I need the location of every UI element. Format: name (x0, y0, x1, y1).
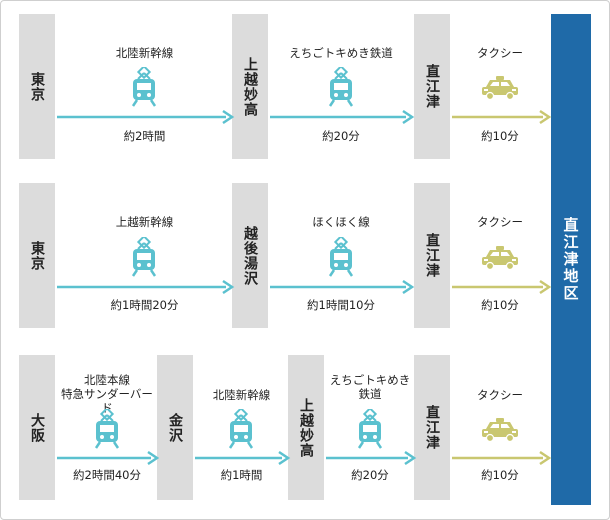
train-icon (131, 237, 157, 277)
destination-box: 直江津地区 (551, 14, 591, 505)
station-box: 金沢 (157, 355, 193, 500)
travel-time: 約10分 (481, 468, 519, 482)
route-arrow (270, 109, 415, 125)
station-box: 越後湯沢 (232, 183, 268, 328)
route-arrow (57, 450, 160, 466)
route-arrow (57, 279, 235, 295)
line-label: えちごトキめき鉄道 (289, 46, 393, 60)
line-label: 上越新幹線 (115, 215, 174, 229)
route-arrow (57, 109, 235, 125)
route-arrow (452, 279, 552, 295)
station-box: 東京 (19, 14, 55, 159)
line-label: えちごトキめき 鉄道 (329, 373, 411, 401)
station-box: 大阪 (19, 355, 55, 500)
line-label: 北陸新幹線 (115, 46, 174, 60)
station-box: 東京 (19, 183, 55, 328)
train-icon (131, 67, 157, 107)
travel-time: 約20分 (322, 129, 360, 143)
arrow-head (222, 279, 235, 295)
line-label: タクシー (477, 46, 523, 60)
travel-time: 約10分 (481, 298, 519, 312)
travel-time: 約1時間 (220, 468, 263, 482)
route-arrow (326, 450, 417, 466)
taxi-icon (482, 76, 518, 100)
route-arrow (452, 109, 552, 125)
arrow-head (222, 109, 235, 125)
route-arrow (270, 279, 415, 295)
travel-time: 約20分 (351, 468, 389, 482)
train-icon (94, 409, 120, 449)
station-box: 直江津 (414, 183, 450, 328)
arrow-head (539, 279, 552, 295)
arrow-head (402, 109, 415, 125)
arrow-head (539, 450, 552, 466)
taxi-icon (482, 246, 518, 270)
travel-time: 約1時間10分 (307, 298, 375, 312)
travel-time: 約2時間40分 (73, 468, 141, 482)
taxi-icon (482, 418, 518, 442)
train-icon (357, 409, 383, 449)
line-label: 北陸新幹線 (212, 388, 271, 402)
station-box: 直江津 (414, 355, 450, 500)
travel-time: 約1時間20分 (110, 298, 179, 312)
line-label: 北陸本線 特急サンダーバード (61, 373, 153, 415)
train-icon (328, 237, 354, 277)
travel-time: 約2時間 (123, 129, 166, 143)
train-icon (228, 409, 254, 449)
arrow-head (147, 450, 160, 466)
line-label: ほくほく線 (312, 215, 370, 229)
travel-time: 約10分 (481, 129, 519, 143)
route-arrow (452, 450, 552, 466)
train-icon (328, 67, 354, 107)
arrow-head (539, 109, 552, 125)
station-box: 上越妙高 (232, 14, 268, 159)
arrow-head (402, 279, 415, 295)
arrow-head (278, 450, 291, 466)
station-box: 直江津 (414, 14, 450, 159)
route-arrow (195, 450, 291, 466)
station-box: 上越妙高 (288, 355, 324, 500)
line-label: タクシー (477, 388, 523, 402)
arrow-head (404, 450, 417, 466)
line-label: タクシー (477, 215, 523, 229)
